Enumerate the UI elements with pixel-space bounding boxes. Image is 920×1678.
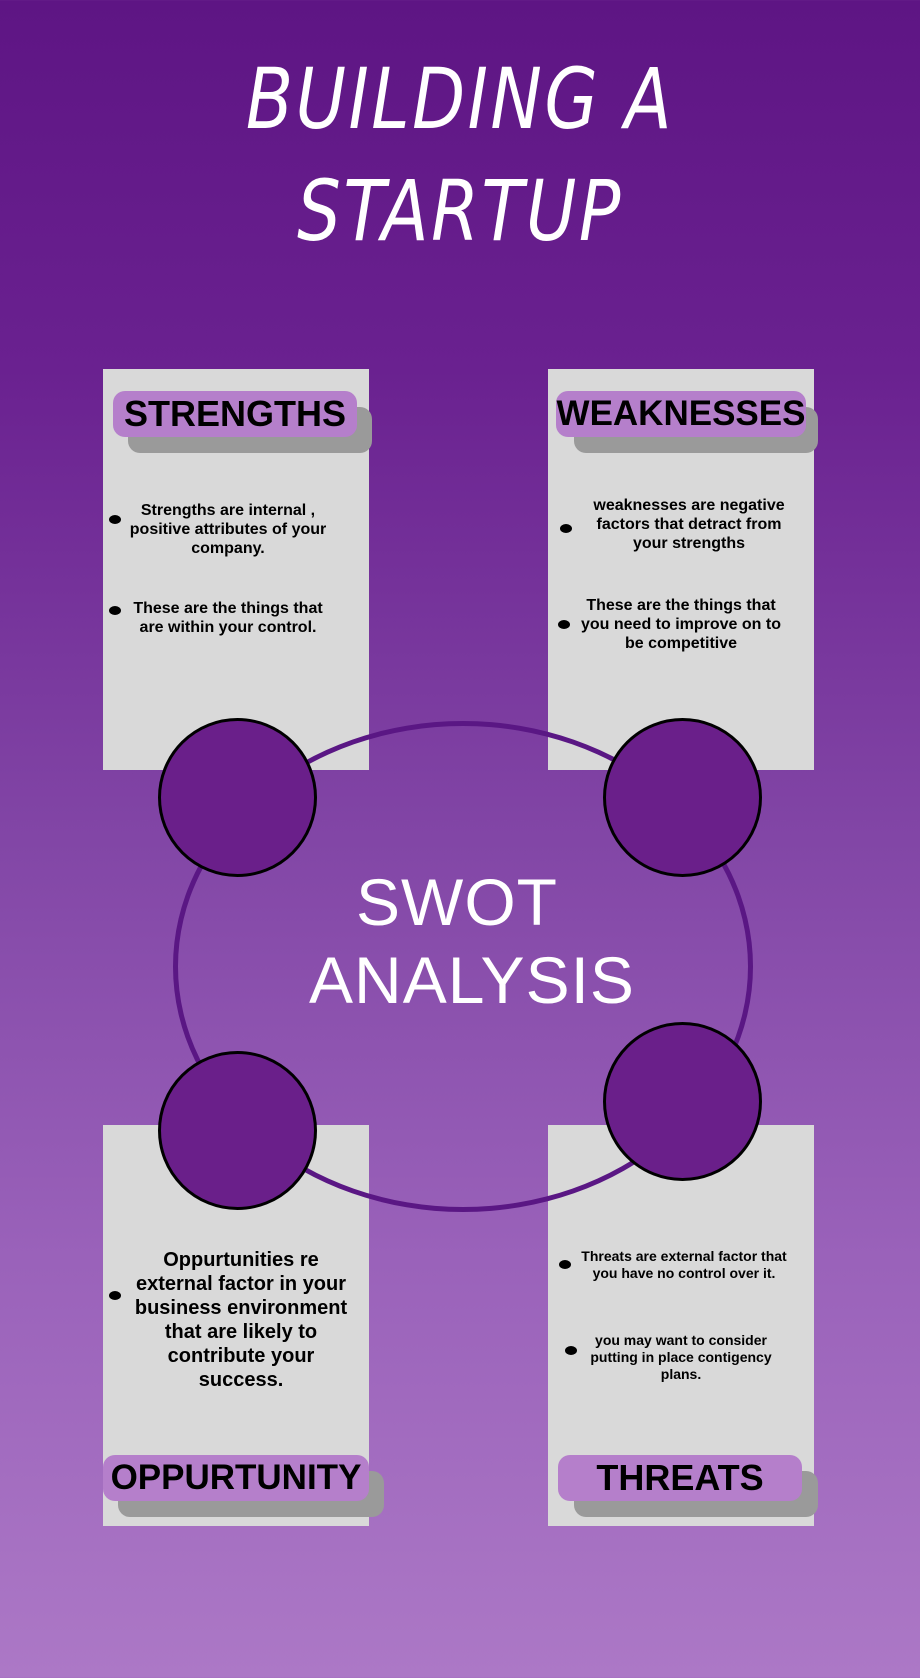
- weaknesses-node: [603, 718, 762, 877]
- strengths-point-1: Strengths are internal , positive attrib…: [129, 502, 327, 557]
- opportunity-bullet-1: [109, 1291, 121, 1300]
- opportunity-node: [158, 1051, 317, 1210]
- weaknesses-bullet-1: [560, 524, 572, 533]
- title-line-2: STARTUP: [297, 162, 623, 260]
- threats-bullet-1: [559, 1260, 571, 1269]
- threats-point-1: Threats are external factor that you hav…: [581, 1248, 787, 1281]
- strengths-label: STRENGTHS: [113, 391, 357, 437]
- center-title-line-1: SWOT: [356, 865, 558, 939]
- threats-node: [603, 1022, 762, 1181]
- strengths-bullet-1: [109, 515, 121, 524]
- opportunity-label: OPPURTUNITY: [103, 1455, 369, 1501]
- threats-bullet-2: [565, 1346, 577, 1355]
- threats-point-2: you may want to consider putting in plac…: [590, 1332, 772, 1382]
- center-title-line-2: ANALYSIS: [309, 943, 635, 1017]
- title-line-1: BUILDING A: [245, 50, 675, 148]
- weaknesses-point-2: These are the things that you need to im…: [580, 597, 781, 652]
- swot-ring: [173, 721, 753, 1212]
- strengths-node: [158, 718, 317, 877]
- weaknesses-label: WEAKNESSES: [556, 391, 806, 437]
- threats-label: THREATS: [558, 1455, 802, 1501]
- strengths-point-2: These are the things that are within you…: [133, 600, 323, 636]
- strengths-bullet-2: [109, 606, 121, 615]
- weaknesses-bullet-2: [558, 620, 570, 629]
- opportunity-point-1: Oppurtunities re external factor in your…: [134, 1249, 348, 1391]
- weaknesses-point-1: weaknesses are negative factors that det…: [593, 497, 785, 552]
